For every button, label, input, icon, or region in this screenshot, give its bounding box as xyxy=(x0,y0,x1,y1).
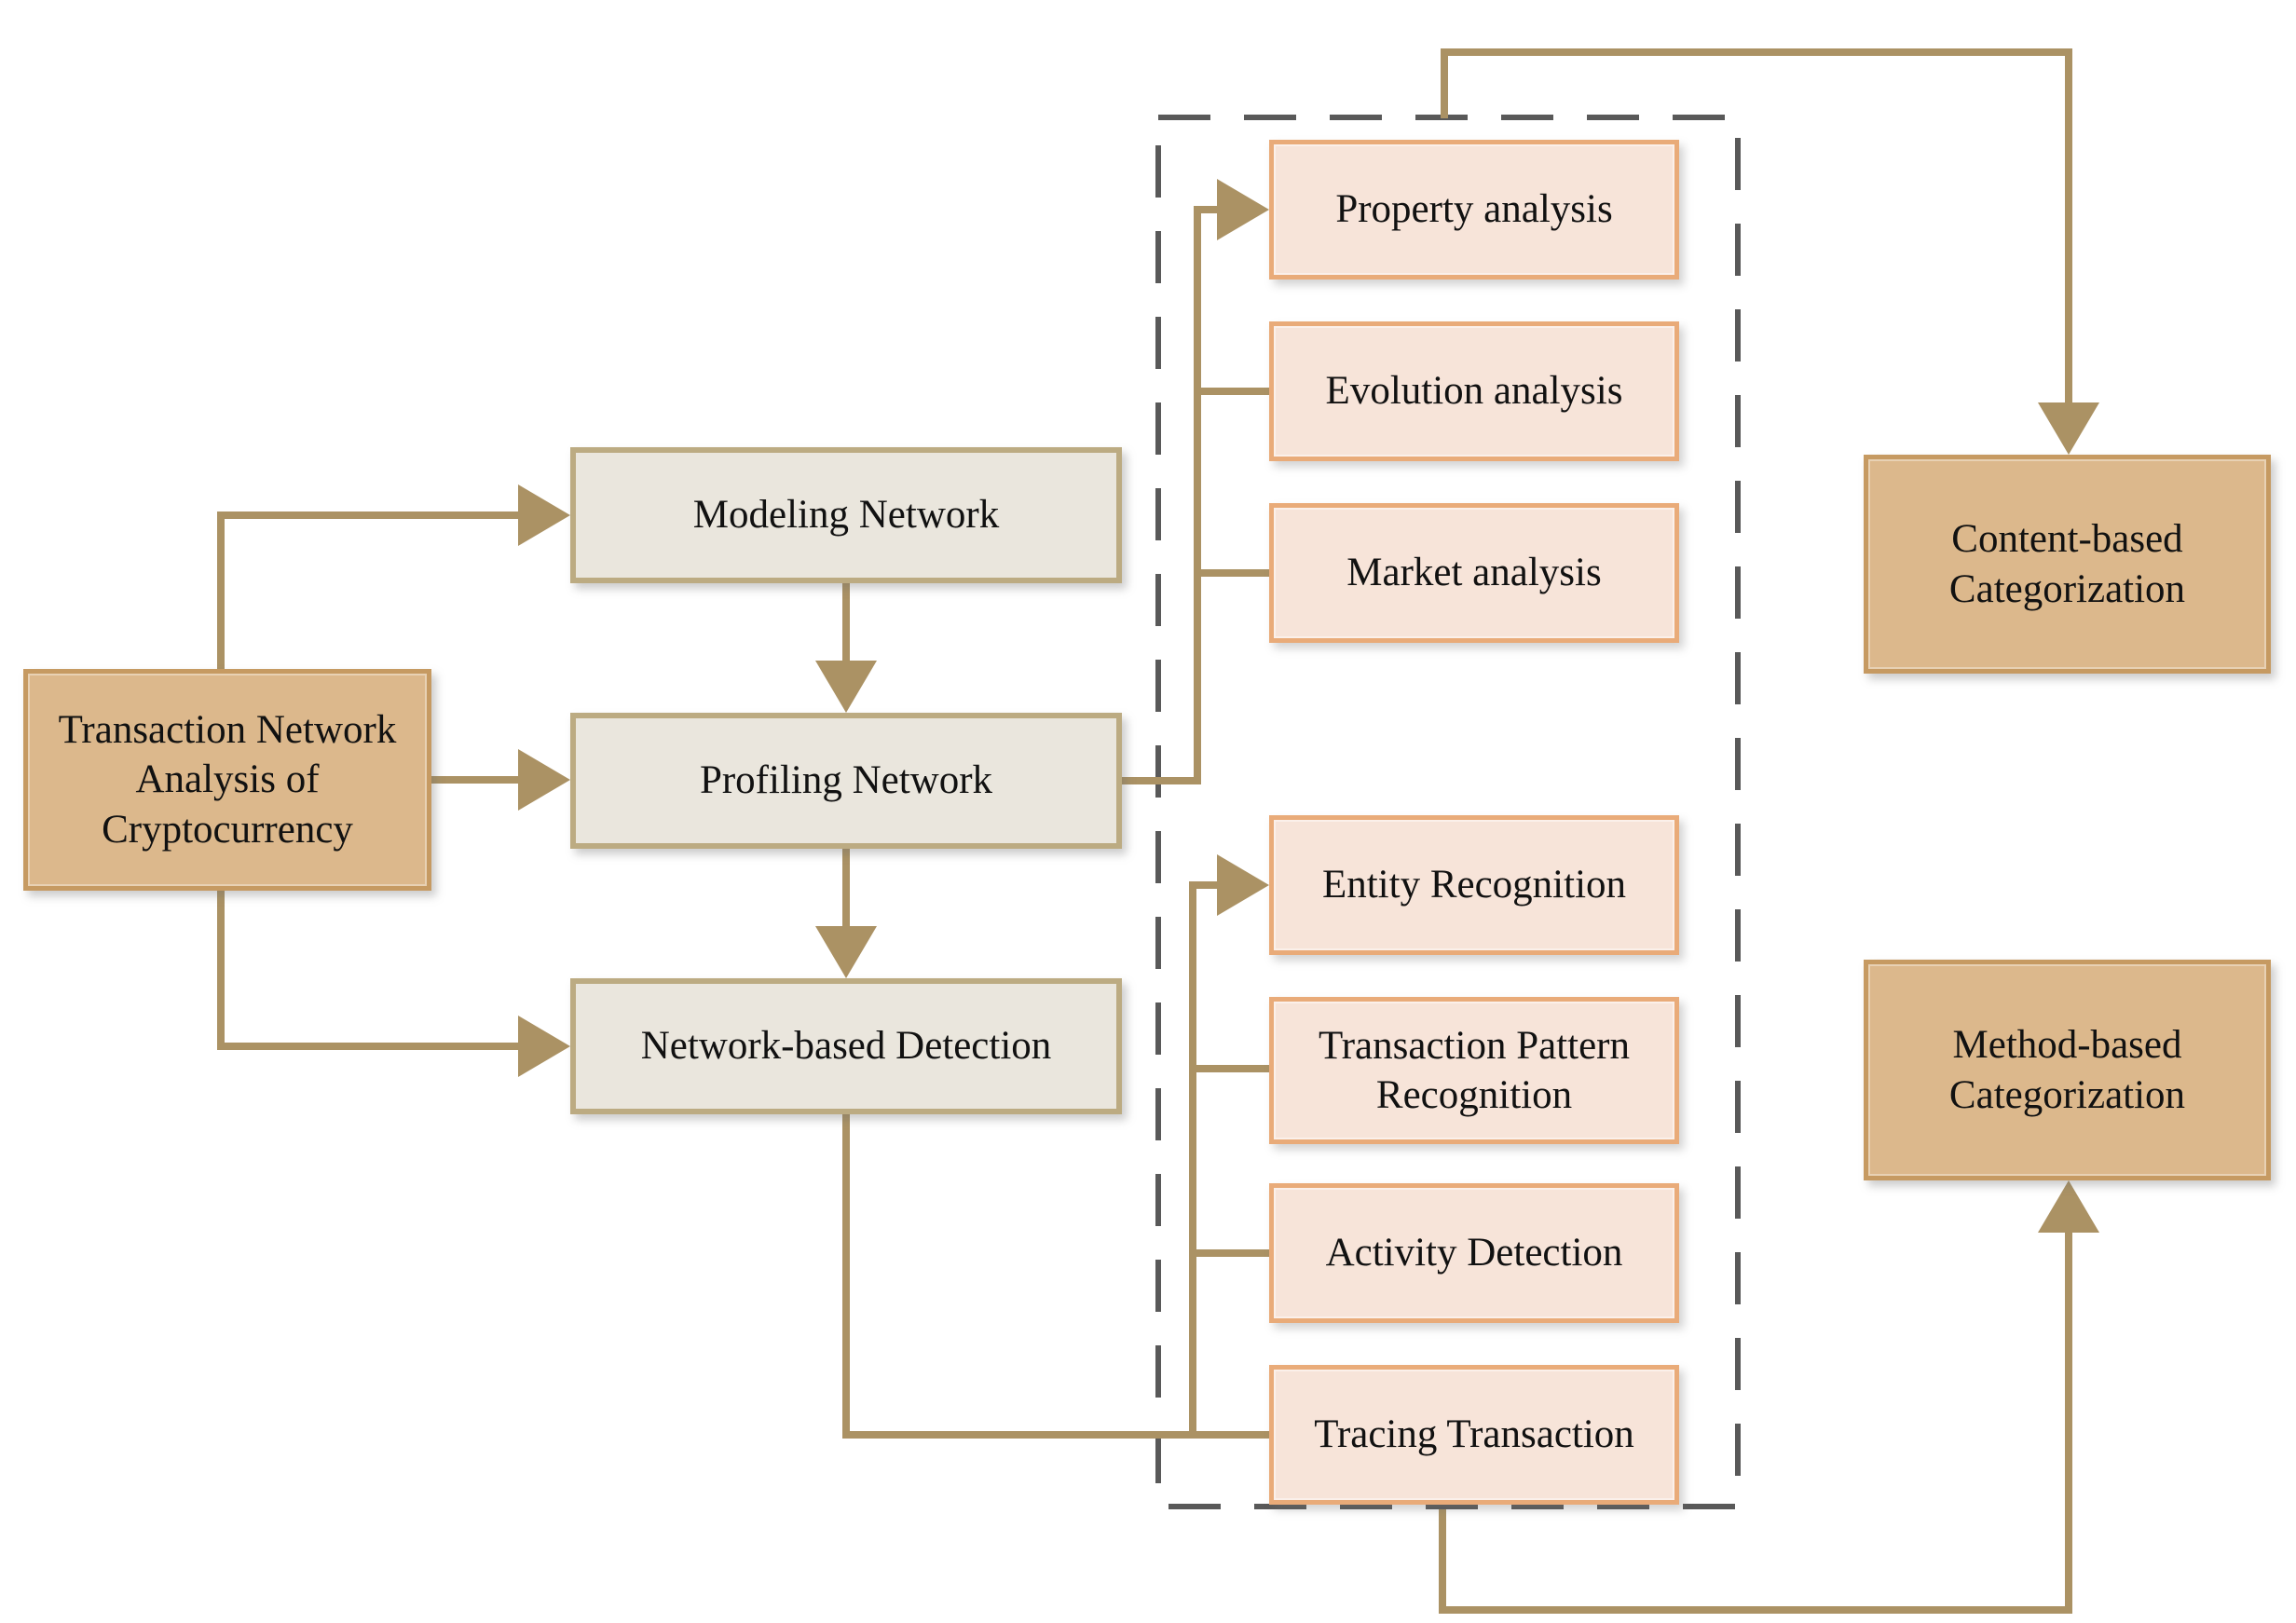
stage-node-modeling: Modeling Network xyxy=(570,447,1122,583)
analysis-node-entity: Entity Recognition xyxy=(1269,815,1679,955)
connector-up-to-method xyxy=(2065,1233,2072,1614)
arrowhead-into-method-icon xyxy=(2038,1180,2099,1233)
connector-root-to-detection-horizontal xyxy=(217,1043,518,1050)
arrowhead-into-property-icon xyxy=(1217,179,1269,240)
stage-node-profiling: Profiling Network xyxy=(570,713,1122,849)
connector-detection-to-tracing xyxy=(842,1431,1273,1439)
analysis-node-activity-label: Activity Detection xyxy=(1325,1231,1623,1275)
connector-root-to-detection-vertical xyxy=(217,891,225,1050)
connector-profiling-to-group xyxy=(1122,777,1201,784)
analysis-node-pattern: Transaction Pattern Recognition xyxy=(1269,997,1679,1144)
connector-top-horizontal xyxy=(1441,48,2072,56)
connector-root-to-profiling xyxy=(431,776,518,784)
stage-node-profiling-label: Profiling Network xyxy=(699,758,993,803)
arrowhead-into-content-icon xyxy=(2038,402,2099,455)
category-node-method-label: Method-based Categorization xyxy=(1948,1023,2186,1117)
connector-method-trunk xyxy=(1189,881,1196,1439)
connector-to-pattern xyxy=(1189,1065,1273,1072)
arrowhead-down-detection-icon xyxy=(815,926,877,978)
analysis-node-pattern-label: Transaction Pattern Recognition xyxy=(1318,1023,1630,1117)
analysis-node-activity: Activity Detection xyxy=(1269,1183,1679,1323)
analysis-node-tracing: Tracing Transaction xyxy=(1269,1365,1679,1505)
connector-root-to-modeling-vertical xyxy=(217,511,225,669)
stage-node-modeling-label: Modeling Network xyxy=(692,493,1000,538)
connector-down-to-content xyxy=(2065,48,2072,402)
connector-to-entity xyxy=(1189,881,1217,889)
connector-group-top-up xyxy=(1441,48,1448,118)
stage-node-detection-label: Network-based Detection xyxy=(640,1024,1052,1069)
connector-modeling-to-profiling xyxy=(842,583,850,661)
connector-to-property xyxy=(1194,206,1221,213)
arrowhead-into-entity-icon xyxy=(1217,854,1269,916)
analysis-node-evolution-label: Evolution analysis xyxy=(1325,369,1623,414)
category-node-content: Content-based Categorization xyxy=(1864,455,2271,674)
arrowhead-into-detection-icon xyxy=(518,1016,570,1077)
analysis-node-tracing-label: Tracing Transaction xyxy=(1314,1412,1634,1457)
analysis-node-evolution: Evolution analysis xyxy=(1269,321,1679,461)
connector-root-to-modeling-horizontal xyxy=(217,511,518,519)
analysis-node-property: Property analysis xyxy=(1269,140,1679,280)
connector-to-evolution xyxy=(1194,388,1273,395)
arrowhead-into-profiling-icon xyxy=(518,749,570,811)
connector-content-trunk xyxy=(1194,206,1201,784)
stage-node-detection: Network-based Detection xyxy=(570,978,1122,1114)
root-node: Transaction Network Analysis of Cryptocu… xyxy=(23,669,431,891)
analysis-node-entity-label: Entity Recognition xyxy=(1321,863,1627,907)
connector-to-market xyxy=(1194,569,1273,577)
arrowhead-down-profiling-icon xyxy=(815,661,877,713)
category-node-content-label: Content-based Categorization xyxy=(1948,517,2186,611)
connector-group-bottom-down xyxy=(1439,1509,1446,1614)
connector-profiling-to-detection xyxy=(842,849,850,926)
connector-detection-down xyxy=(842,1114,850,1439)
category-node-method: Method-based Categorization xyxy=(1864,960,2271,1180)
root-node-label: Transaction Network Analysis of Cryptocu… xyxy=(58,708,397,852)
connector-to-activity xyxy=(1189,1249,1273,1257)
analysis-node-market-label: Market analysis xyxy=(1346,551,1602,595)
arrowhead-into-modeling-icon xyxy=(518,484,570,546)
analysis-node-market: Market analysis xyxy=(1269,503,1679,643)
analysis-node-property-label: Property analysis xyxy=(1335,187,1613,232)
connector-bottom-horizontal xyxy=(1439,1606,2072,1614)
